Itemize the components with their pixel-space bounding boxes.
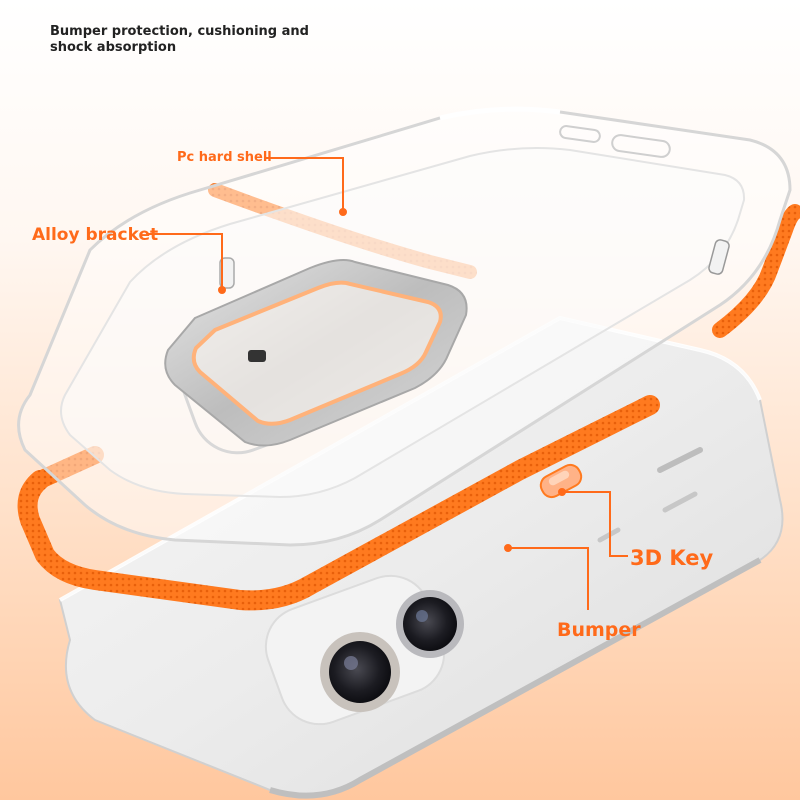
3d-key-label: 3D Key	[630, 546, 714, 570]
alloy-bracket-leader	[148, 233, 223, 290]
camera-lens-icon	[396, 590, 464, 658]
headline: Bumper protection, cushioning and shock …	[50, 24, 309, 55]
bumper-label: Bumper	[557, 619, 641, 641]
pc-shell-leader	[266, 157, 344, 212]
bumper-leader	[508, 547, 589, 610]
camera-module	[264, 574, 464, 726]
leader-lines	[148, 157, 628, 610]
alloy-bracket	[164, 259, 468, 447]
3d-key-leader	[562, 491, 628, 557]
pc-hard-shell-label: Pc hard shell	[177, 150, 272, 165]
alloy-bracket-label: Alloy bracket	[32, 225, 159, 245]
3d-key-icon	[539, 463, 583, 499]
camera-lens-icon	[320, 632, 400, 712]
